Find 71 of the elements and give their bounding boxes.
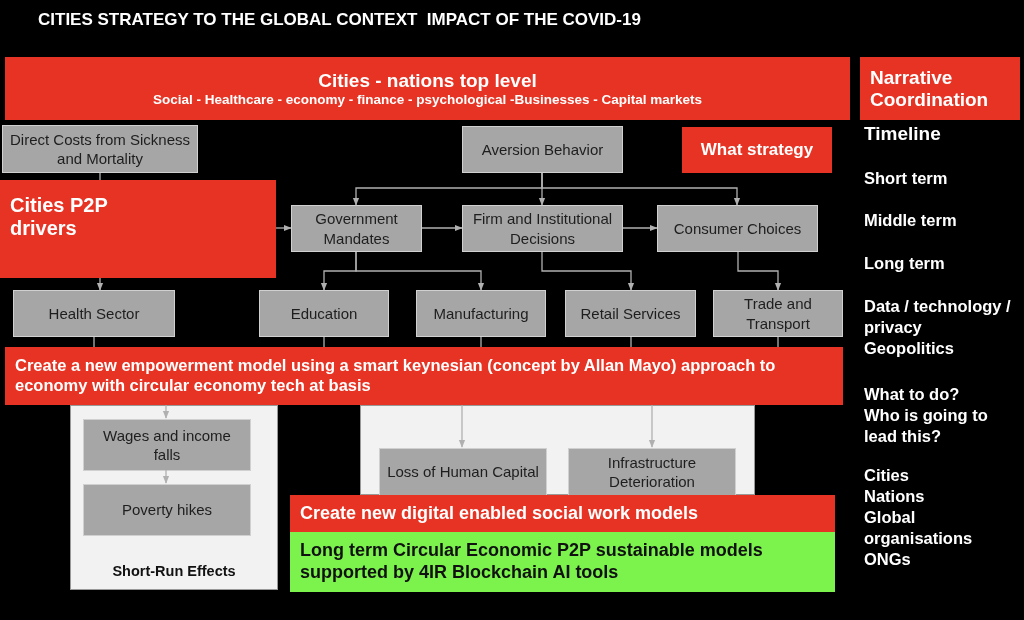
process-box xyxy=(83,419,251,471)
process-box xyxy=(462,205,623,252)
side-note: What to do? xyxy=(864,384,961,405)
side-note: Global organisations xyxy=(864,507,974,549)
box-label: Loss of Human Capital xyxy=(387,462,539,482)
box-label: What strategy xyxy=(700,140,814,160)
process-box xyxy=(291,205,422,252)
callout-box xyxy=(682,127,832,173)
slide-panel xyxy=(360,405,755,495)
side-note: Short term xyxy=(864,168,949,189)
connector-arrow xyxy=(96,277,104,291)
title: CITIES STRATEGY TO THE GLOBAL CONTEXT IMPACT OF THE COVID-19 xyxy=(38,10,641,30)
connector-arrow xyxy=(421,224,463,232)
side-note: Nations xyxy=(864,486,926,507)
process-box xyxy=(83,484,251,536)
process-box xyxy=(416,290,546,337)
heading-banner xyxy=(5,57,850,120)
side-note: ONGs xyxy=(864,549,912,570)
box-label: Firm and Institutional Decisions xyxy=(471,209,614,248)
box-label: Manufacturing xyxy=(433,303,529,324)
box-label: Wages and income falls xyxy=(102,425,232,465)
connector-arrow xyxy=(355,251,485,291)
connector-arrow xyxy=(275,224,292,232)
side-note: Timeline xyxy=(864,122,942,146)
highlight-banner xyxy=(290,495,835,532)
highlight-banner xyxy=(290,532,835,592)
box-label: Cities P2P drivers xyxy=(10,194,109,240)
side-note: Long term xyxy=(864,253,946,274)
highlight-box xyxy=(0,180,276,278)
box-label: Cities - nations top level xyxy=(318,70,537,92)
highlight-banner xyxy=(5,347,843,405)
connector-arrow xyxy=(162,404,170,419)
box-label: Create new digital enabled social work models xyxy=(300,503,699,524)
side-note: Who is going to lead this? xyxy=(864,405,989,447)
box-label: Consumer Choices xyxy=(673,218,802,239)
process-box xyxy=(713,290,843,337)
connector-arrow xyxy=(162,469,170,484)
subtitle: Social - Healthcare - economy - finance - psychological -Businesses - Capital markets xyxy=(152,92,703,107)
process-box xyxy=(462,126,623,173)
box-label: Direct Costs from Sickness and Mortality xyxy=(9,129,191,169)
box-label: Narrative Coordination xyxy=(870,66,990,111)
process-box xyxy=(657,205,818,252)
process-box xyxy=(379,448,547,496)
box-label: Trade and Transport xyxy=(743,294,813,333)
box-label: Infrastructure Deterioration xyxy=(606,452,698,492)
connector-arrow xyxy=(737,251,782,291)
process-box xyxy=(2,125,198,173)
side-note: Data / technology / privacy xyxy=(864,296,1012,338)
heading-banner xyxy=(860,57,1020,120)
box-label: Aversion Behavior xyxy=(481,139,604,160)
process-box xyxy=(565,290,696,337)
connector-arrow xyxy=(622,224,658,232)
side-note: Cities xyxy=(864,465,910,486)
box-label: Create a new empowerment model using a smart keynesian (concept by Allan Mayo) approach to economy with circular economy tech at basis xyxy=(15,356,777,396)
process-box xyxy=(568,448,736,496)
box-label: Government Mandates xyxy=(314,209,399,248)
process-box xyxy=(259,290,389,337)
process-box xyxy=(13,290,175,337)
side-note: Geopolitics xyxy=(864,338,955,359)
connector-arrow xyxy=(541,251,635,291)
connector-arrow xyxy=(648,404,656,448)
box-label: Poverty hikes xyxy=(121,500,212,520)
box-label: Health Sector xyxy=(48,303,140,324)
connector-arrow xyxy=(458,404,466,448)
box-label: Long term Circular Economic P2P sustainable models supported by 4IR Blockchain AI tools xyxy=(300,540,764,584)
slide-panel xyxy=(70,405,278,590)
box-label: Education xyxy=(290,303,358,324)
box-label: Short-Run Effects xyxy=(112,563,236,579)
connector-arrow xyxy=(541,172,741,206)
side-note: Middle term xyxy=(864,210,958,231)
box-label: Retail Services xyxy=(580,303,681,324)
